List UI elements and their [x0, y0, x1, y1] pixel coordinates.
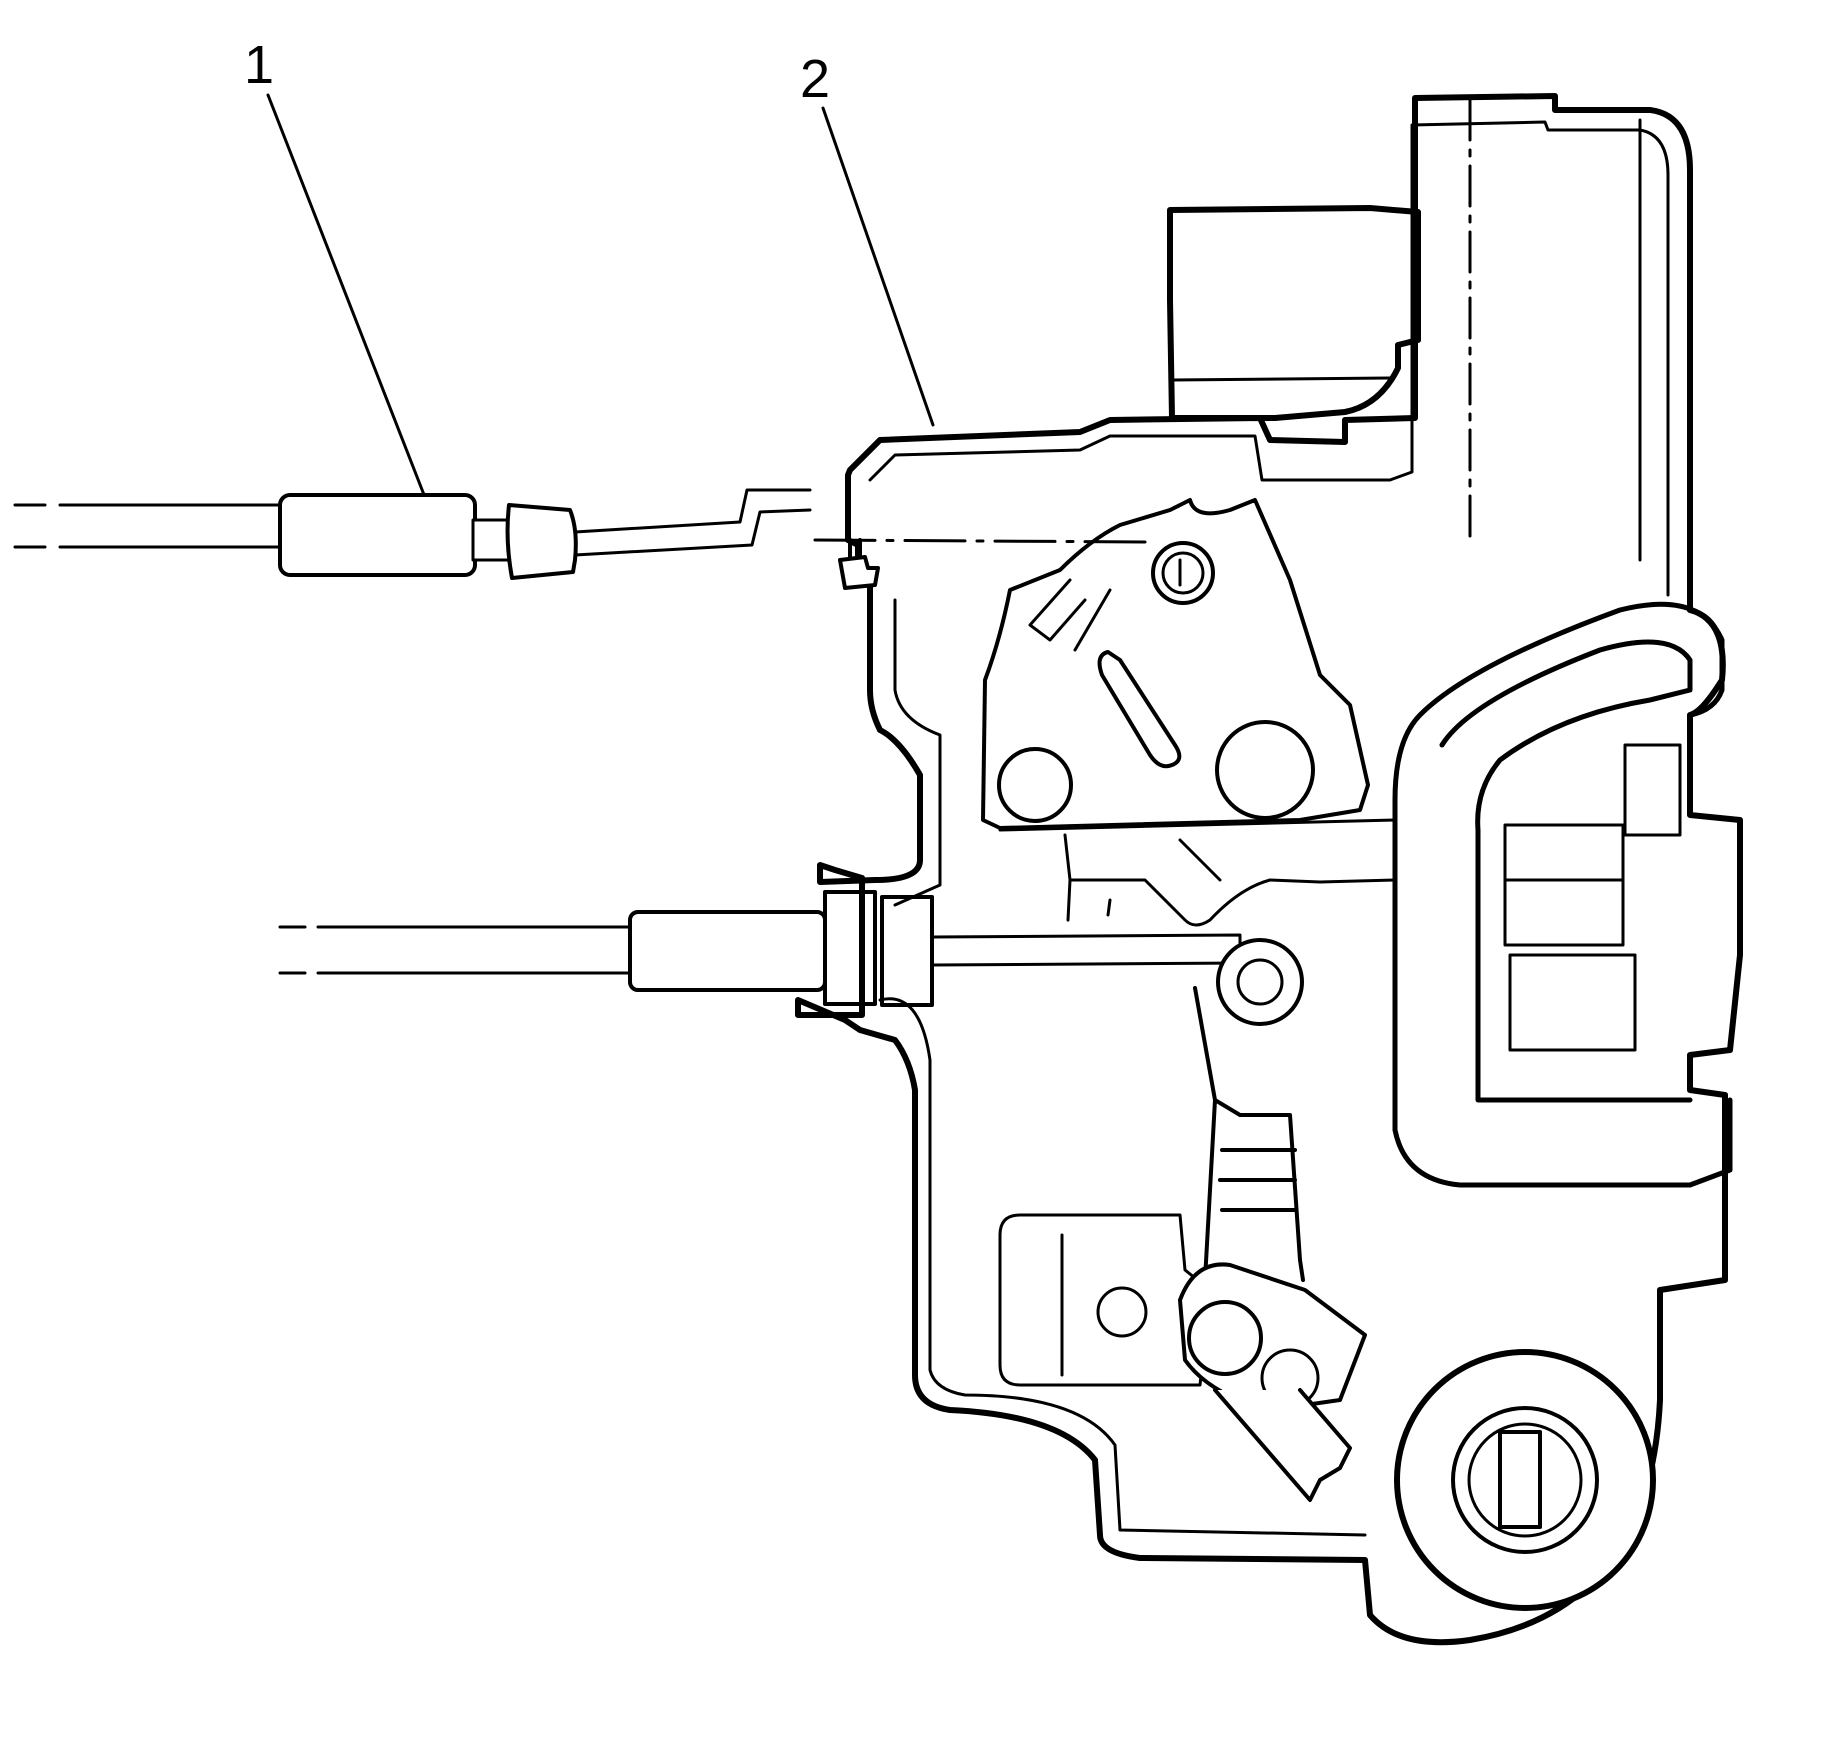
upper-cable-sleeve — [280, 495, 475, 575]
pivot-lower-inner — [1238, 960, 1282, 1004]
main-lever-plate — [983, 500, 1368, 828]
lower-lever-arm — [1195, 988, 1303, 1280]
upper-cable-ferrule — [508, 505, 576, 578]
pawl-plate — [1180, 1264, 1365, 1410]
lower-cable-rod — [932, 935, 1255, 965]
lock-cylinder-ring — [1453, 1408, 1597, 1552]
centerline-upper — [815, 540, 1150, 542]
pawl-arm — [1215, 1390, 1350, 1500]
lock-cylinder-keyslot — [1500, 1432, 1540, 1527]
lower-cable-clip-a — [825, 892, 875, 1004]
lock-cylinder-inner — [1469, 1424, 1581, 1536]
motor-block — [1170, 208, 1418, 418]
callout-label-1: 1 — [244, 35, 275, 95]
lower-cable — [280, 927, 630, 973]
upper-cable-collar — [473, 520, 509, 560]
pivot-lower — [1218, 940, 1302, 1024]
motor-block-inner-line — [1172, 378, 1390, 380]
leader-line-1 — [268, 95, 428, 505]
right-internal-details — [1470, 100, 1680, 1050]
callout-label-2: 2 — [800, 49, 831, 109]
upper-cable-rod — [575, 490, 810, 555]
upper-cable — [15, 505, 280, 547]
pivot-upper-inner — [1163, 553, 1203, 593]
leader-line-2 — [823, 108, 933, 425]
pawl-hole-a — [1189, 1302, 1261, 1374]
lower-cable-sleeve — [630, 912, 825, 990]
right-bracket-loop — [1395, 604, 1730, 1185]
lock-cylinder-outer — [1397, 1352, 1653, 1608]
housing-tab-connector — [840, 540, 878, 588]
middle-cross-plate — [1000, 820, 1395, 925]
lower-cable-clip-b — [882, 897, 932, 1005]
lever-upper-arm — [1030, 580, 1110, 650]
lever-slot — [1100, 652, 1180, 766]
lower-rivet — [1098, 1288, 1146, 1336]
lever-hole-right — [1217, 722, 1313, 818]
lever-hole-left — [999, 749, 1071, 821]
pivot-upper — [1153, 543, 1213, 603]
